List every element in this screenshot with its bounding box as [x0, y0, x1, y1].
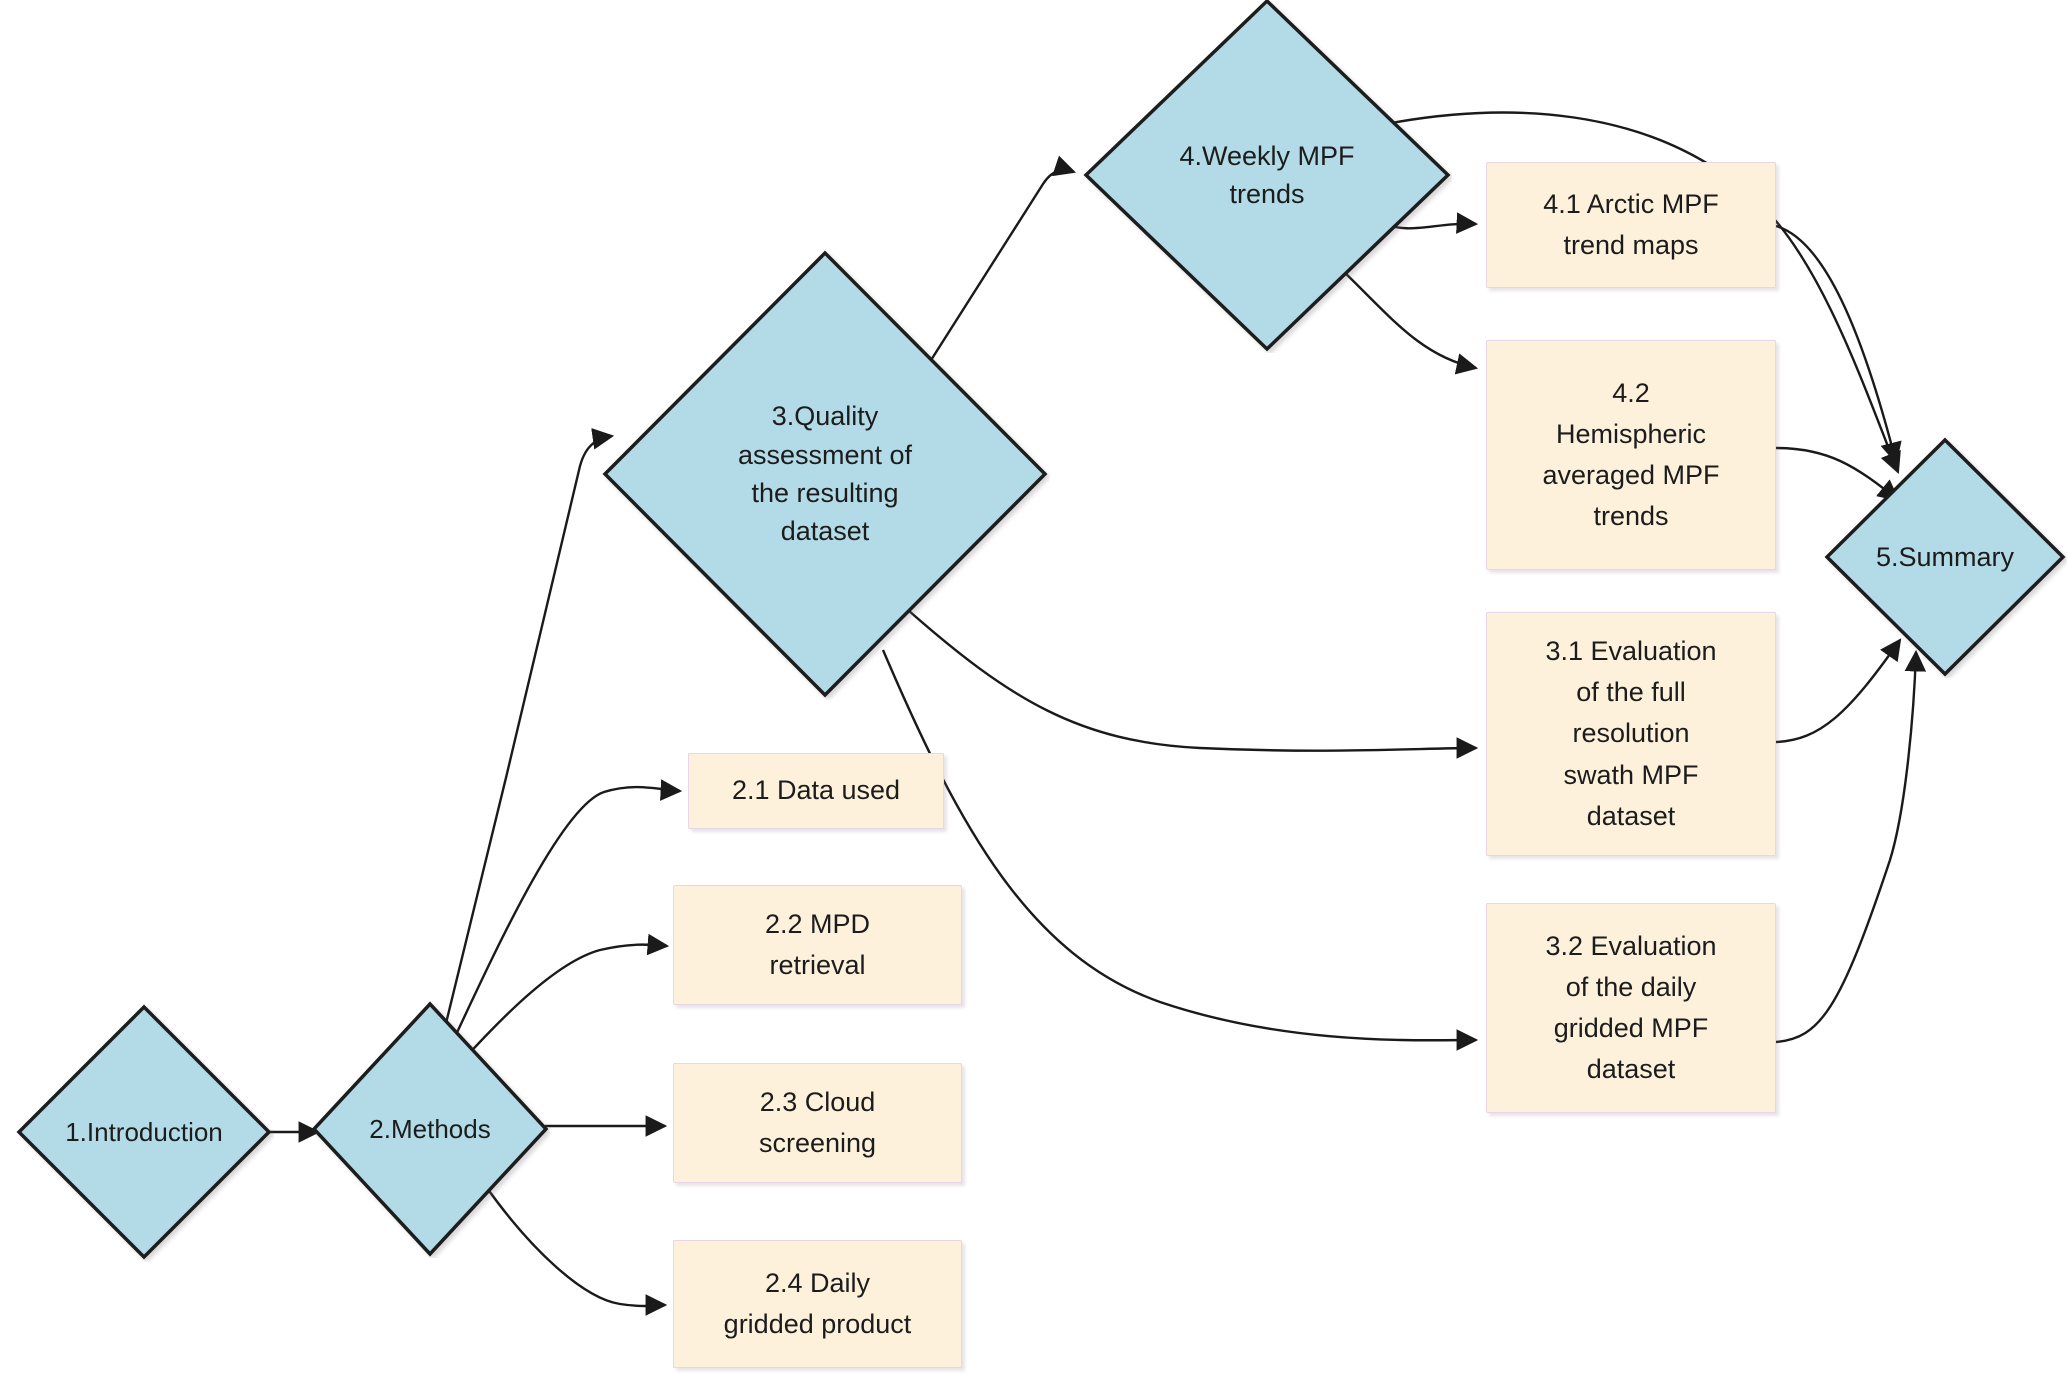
- node-label: 2.Methods: [369, 1113, 491, 1144]
- diamond-shape: [16, 1004, 272, 1260]
- node-label: 3.Quality assessment of the resulting da…: [737, 401, 913, 547]
- edge-41-to-summary: [1775, 224, 1902, 465]
- node-label: 1.Introduction: [65, 1116, 223, 1147]
- node-label: 5.Summary: [1875, 541, 2015, 572]
- diamond-shape: [602, 250, 1048, 698]
- box-3-1-evaluation-full-resolution-swath[interactable]: 3.1 Evaluation of the full resolution sw…: [1486, 612, 1776, 856]
- box-3-2-evaluation-daily-gridded[interactable]: 3.2 Evaluation of the daily gridded MPF …: [1486, 903, 1776, 1113]
- node-label: 4.Weekly MPF trends: [1179, 140, 1355, 209]
- edge-methods-to-quality: [436, 428, 615, 1057]
- box-2-1-data-used[interactable]: 2.1 Data used: [688, 753, 944, 829]
- box-4-2-hemispheric-averaged-mpf-trends[interactable]: 4.2 Hemispheric averaged MPF trends: [1486, 340, 1776, 570]
- node-summary[interactable]: 5.Summary: [1823, 436, 2067, 678]
- diamond-shape: [1083, 0, 1451, 352]
- box-4-1-arctic-mpf-trend-maps[interactable]: 4.1 Arctic MPF trend maps: [1486, 162, 1776, 288]
- node-weekly-mpf-trends[interactable]: 4.Weekly MPF trends: [1082, 0, 1452, 353]
- box-2-3-cloud-screening[interactable]: 2.3 Cloud screening: [673, 1063, 962, 1183]
- edge-32-to-summary: [1775, 649, 1927, 1044]
- edge-quality-to-32: [881, 649, 1479, 1051]
- diamond-shape: [1824, 437, 2066, 677]
- box-2-2-mpd-retrieval[interactable]: 2.2 MPD retrieval: [673, 885, 962, 1005]
- box-2-4-daily-gridded-product[interactable]: 2.4 Daily gridded product: [673, 1240, 962, 1368]
- diamond-shape: [311, 1001, 549, 1257]
- node-methods[interactable]: 2.Methods: [310, 1000, 550, 1258]
- node-quality-assessment[interactable]: 3.Quality assessment of the resulting da…: [600, 248, 1050, 700]
- node-introduction[interactable]: 1.Introduction: [14, 1002, 274, 1262]
